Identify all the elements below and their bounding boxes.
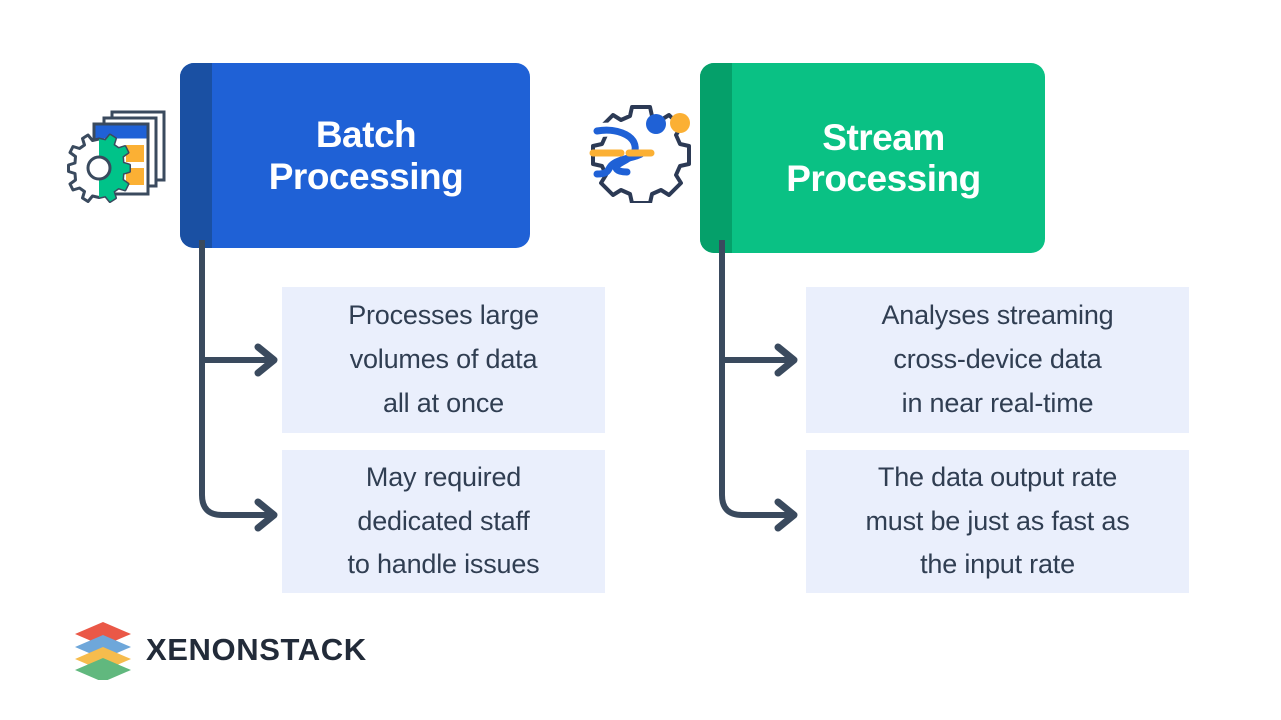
stream-info-text-1: Analyses streaming cross-device data in … <box>881 300 1114 418</box>
xenonstack-logo-mark <box>75 622 131 680</box>
batch-info-box-1: Processes large volumes of data all at o… <box>282 287 605 433</box>
stream-info-text-2: The data output rate must be just as fas… <box>865 461 1130 580</box>
xenonstack-logo[interactable]: XENONSTACK <box>74 620 367 680</box>
batch-processing-icon <box>66 103 171 205</box>
batch-info-text-2: May required dedicated staff to handle i… <box>347 461 540 580</box>
stream-card-title: Stream Processing <box>786 116 981 199</box>
xenonstack-logo-text: XENONSTACK <box>146 632 367 667</box>
batch-card-title: Batch Processing <box>268 114 464 197</box>
stream-info-box-2: The data output rate must be just as fas… <box>806 450 1189 593</box>
stream-processing-card[interactable]: Stream Processing <box>700 63 1045 253</box>
card-accent-strip <box>180 63 212 248</box>
stream-processing-icon <box>583 98 691 205</box>
batch-processing-card[interactable]: Batch Processing <box>180 63 530 248</box>
card-accent-strip <box>700 63 732 253</box>
stream-connector <box>719 240 798 532</box>
batch-info-text-1: Processes large volumes of data all at o… <box>348 300 539 418</box>
batch-info-box-2: May required dedicated staff to handle i… <box>282 450 605 593</box>
stream-info-box-1: Analyses streaming cross-device data in … <box>806 287 1189 433</box>
